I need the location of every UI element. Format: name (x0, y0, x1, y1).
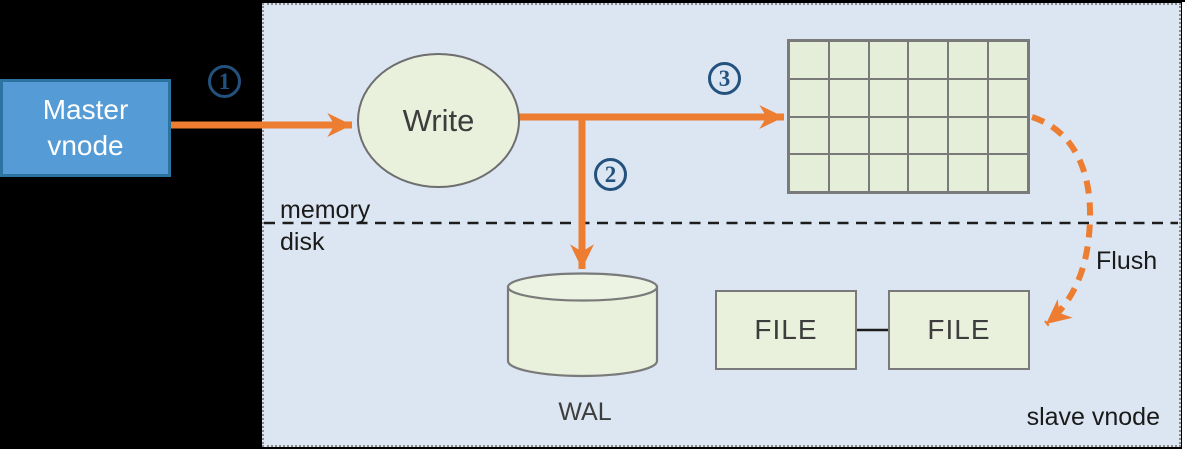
mem-table-cell (828, 78, 869, 117)
slave-vnode-label: slave vnode (1026, 403, 1160, 431)
mem-table-cell (908, 78, 949, 117)
right-edge-sliver (1182, 2, 1185, 449)
mem-table-cell (828, 116, 869, 155)
arrow-flush-memtable-to-file (1031, 114, 1094, 327)
mem-table-cell (868, 78, 909, 117)
file-box-1: FILE (715, 290, 857, 370)
mem-table-cell (948, 41, 989, 79)
mem-table-cell (789, 116, 829, 155)
mem-table-cell (908, 154, 949, 192)
master-vnode-box: Master vnode (0, 79, 171, 177)
mem-table-cell (988, 116, 1028, 155)
mem-table-cell (868, 41, 909, 79)
mem-table-cell (868, 154, 909, 192)
mem-table-cell (988, 41, 1028, 79)
file-box-2-label: FILE (927, 314, 991, 345)
disk-label: disk (280, 228, 325, 256)
write-node: Write (357, 53, 520, 188)
step-badge-1: 1 (208, 65, 241, 98)
master-vnode-label-line2: vnode (47, 130, 124, 161)
mem-table-cell (948, 78, 989, 117)
step-badge-3-number: 3 (718, 65, 731, 91)
file-box-2: FILE (888, 290, 1030, 370)
mem-table-cell (789, 154, 829, 192)
file-box-1-label: FILE (754, 314, 818, 345)
step-badge-1-number: 1 (218, 68, 231, 94)
mem-table-cell (789, 41, 829, 79)
wal-cylinder (506, 272, 659, 378)
mem-table-cell (828, 154, 869, 192)
memory-label: memory (280, 196, 371, 224)
mem-table-cell (789, 78, 829, 117)
step-badge-3: 3 (708, 62, 741, 95)
step-badge-2-number: 2 (604, 161, 617, 187)
flush-label: Flush (1096, 247, 1158, 275)
mem-table-cell (948, 154, 989, 192)
mem-table (787, 39, 1030, 194)
mem-table-cell (948, 116, 989, 155)
master-vnode-label-line1: Master (42, 94, 129, 125)
mem-table-cell (828, 41, 869, 79)
wal-label: WAL (558, 398, 612, 426)
mem-table-cell (908, 116, 949, 155)
write-node-label: Write (402, 102, 475, 138)
mem-table-cell (988, 154, 1028, 192)
mem-table-cell (988, 78, 1028, 117)
mem-table-cell (908, 41, 949, 79)
mem-table-cell (868, 116, 909, 155)
step-badge-2: 2 (594, 158, 627, 191)
